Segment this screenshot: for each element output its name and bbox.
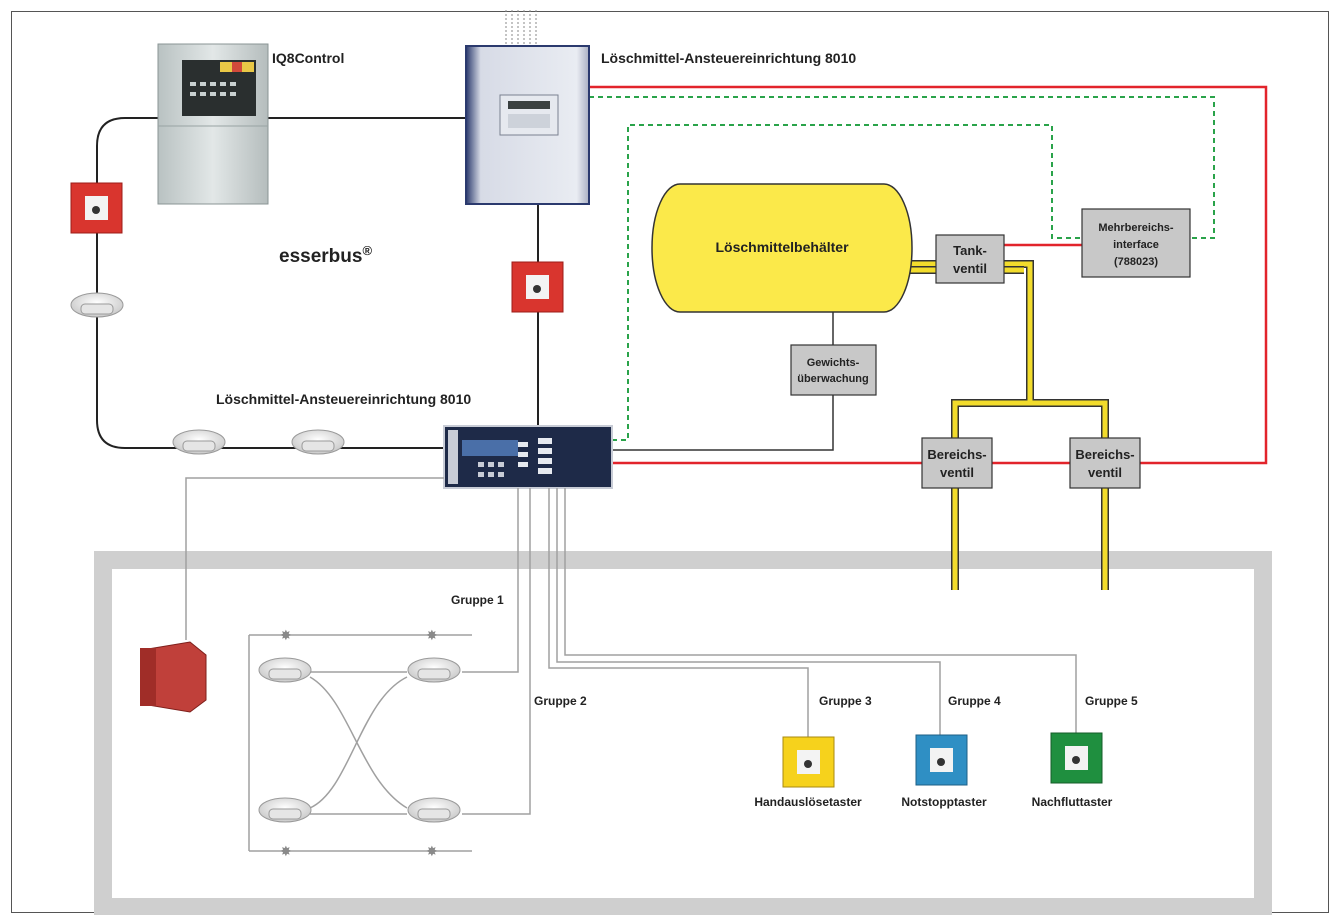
svg-text:Mehrbereichs-: Mehrbereichs-: [1098, 222, 1174, 234]
svg-text:Bereichs-: Bereichs-: [1075, 447, 1134, 462]
siren-icon: [140, 641, 207, 713]
control-unit-bottom-label: Löschmittel-Ansteuereinrichtung 8010: [216, 391, 471, 407]
reflood-label: Nachfluttaster: [1032, 795, 1113, 809]
group-4-label: Gruppe 4: [948, 694, 1001, 708]
esserbus-loop: [96, 117, 539, 449]
svg-text:✸: ✸: [426, 844, 438, 860]
svg-text:Gewichts-: Gewichts-: [807, 357, 860, 369]
svg-text:ventil: ventil: [940, 465, 974, 480]
svg-text:interface: interface: [1113, 239, 1159, 251]
manual-release-button-icon: [782, 736, 835, 788]
tank-label: Löschmittelbehälter: [715, 239, 849, 255]
smoke-detector-icon: [291, 429, 345, 455]
svg-text:ventil: ventil: [1088, 465, 1122, 480]
area-valve-2: Bereichs- ventil: [1069, 437, 1141, 489]
smoke-detector-icon: [258, 657, 312, 683]
green-signal-lines: [589, 96, 1215, 441]
tank-valve: Tank- ventil: [935, 234, 1005, 284]
group-2-label: Gruppe 2: [534, 694, 587, 708]
group-cables: [185, 477, 1077, 815]
manual-call-point-icon: [511, 261, 564, 313]
smoke-detector-icon: [70, 292, 124, 318]
reflood-button-icon: [1050, 732, 1103, 784]
area-valve-1: Bereichs- ventil: [921, 437, 993, 489]
svg-text:✸: ✸: [280, 844, 292, 860]
star-markers: ✸ ✸ ✸ ✸: [280, 628, 438, 860]
smoke-detector-icon: [172, 429, 226, 455]
extinguishing-agent-tank: Löschmittelbehälter: [651, 183, 913, 313]
rack-control-unit-icon: [443, 425, 613, 489]
group-1-label: Gruppe 1: [451, 593, 504, 607]
group-5-label: Gruppe 5: [1085, 694, 1138, 708]
iq8-label: IQ8Control: [272, 50, 344, 66]
control-unit-top-label: Löschmittel-Ansteuereinrichtung 8010: [601, 50, 856, 66]
smoke-detector-icon: [407, 657, 461, 683]
top-feed-lines: [505, 10, 537, 48]
manual-release-label: Handauslösetaster: [754, 795, 862, 809]
red-control-lines: [589, 85, 1268, 465]
yellow-pipes: [910, 260, 1109, 590]
smoke-detector-icon: [258, 797, 312, 823]
weight-line-2: [612, 395, 834, 451]
svg-text:Tank-: Tank-: [953, 243, 987, 258]
multi-area-interface: Mehrbereichs- interface (788023): [1081, 208, 1191, 278]
group-3-label: Gruppe 3: [819, 694, 872, 708]
iq8-control-panel-icon: [157, 43, 269, 205]
esserbus-label: esserbus®: [279, 243, 372, 267]
protected-room: [94, 551, 1272, 915]
smoke-detector-icon: [407, 797, 461, 823]
detector-wiring: [248, 634, 472, 852]
svg-text:überwachung: überwachung: [797, 373, 869, 385]
manual-call-point-icon: [70, 182, 123, 234]
svg-text:ventil: ventil: [953, 261, 987, 276]
svg-text:✸: ✸: [280, 628, 292, 644]
svg-text:✸: ✸: [426, 628, 438, 644]
extinguishing-control-unit-top-icon: [465, 45, 590, 205]
emergency-stop-button-icon: [915, 734, 968, 786]
svg-text:Bereichs-: Bereichs-: [927, 447, 986, 462]
svg-text:(788023): (788023): [1114, 256, 1158, 268]
emergency-stop-label: Notstopptaster: [901, 795, 987, 809]
weight-monitoring: Gewichts- überwachung: [790, 344, 877, 396]
